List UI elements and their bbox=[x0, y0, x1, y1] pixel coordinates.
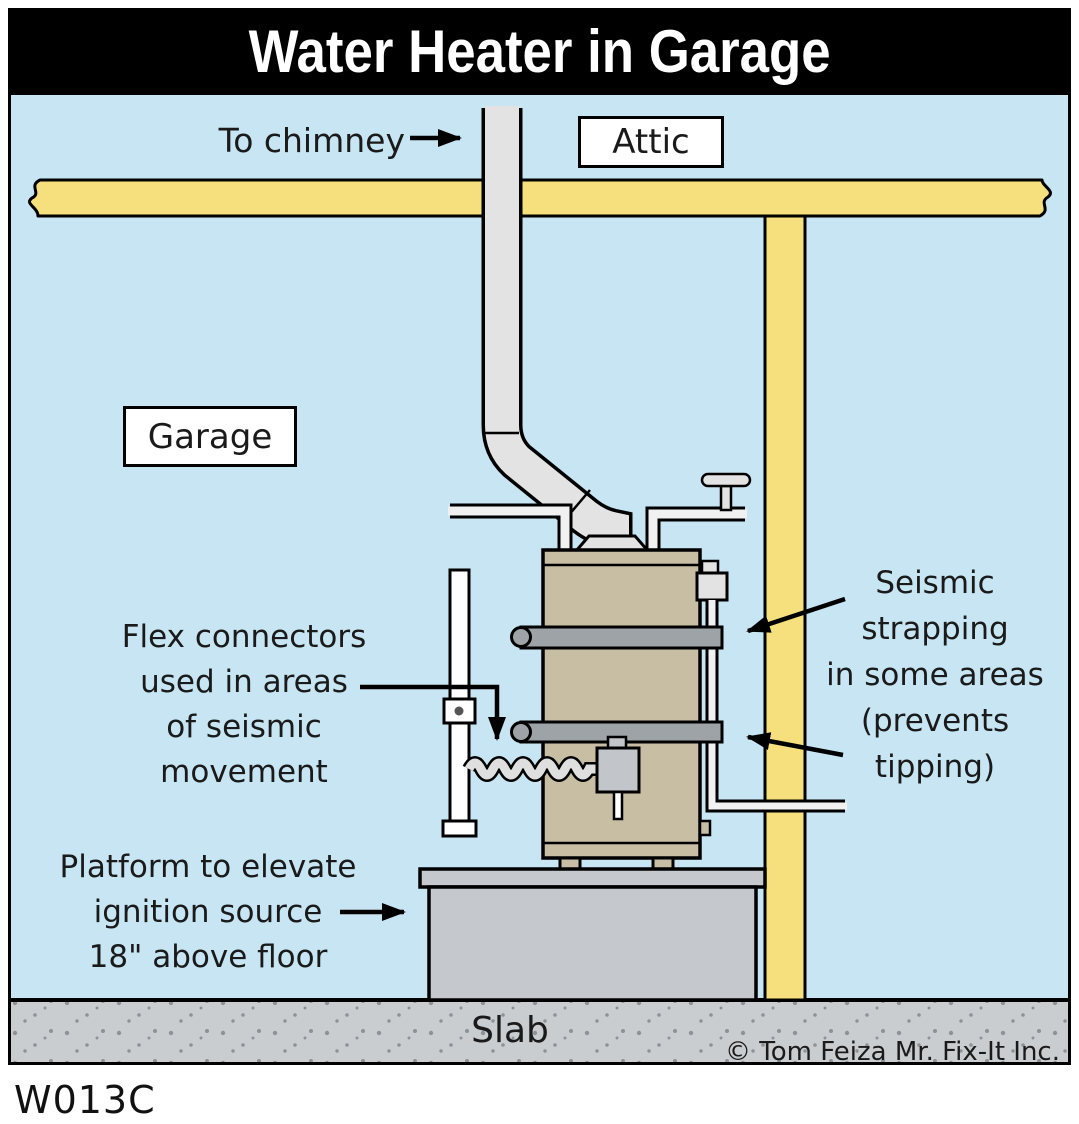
seismic-arrow-upper bbox=[746, 596, 846, 634]
seismic-strap-upper bbox=[510, 625, 724, 650]
attic-label-box: Attic bbox=[578, 116, 724, 168]
diagram-canvas: To chimney Attic Garage Flex connectors … bbox=[8, 95, 1071, 1065]
seismic-arrow-lower bbox=[746, 732, 844, 758]
seismic-strapping-label: Seismic strapping in some areas (prevent… bbox=[826, 565, 1044, 785]
gas-control-valve bbox=[595, 735, 641, 821]
attic-label: Attic bbox=[612, 122, 690, 162]
garage-label-box: Garage bbox=[123, 406, 297, 467]
title-bar: Water Heater in Garage bbox=[8, 8, 1071, 95]
pipe-end-cap bbox=[441, 819, 478, 838]
slab-label: Slab bbox=[471, 1010, 549, 1051]
drain-rod bbox=[612, 790, 624, 821]
tpr-valve bbox=[695, 559, 729, 602]
tank-drain-tab bbox=[698, 819, 712, 837]
garage-label: Garage bbox=[147, 416, 273, 457]
document-code: W013C bbox=[14, 1078, 156, 1122]
concrete-slab bbox=[8, 1000, 1071, 1065]
flex-connector-arrow bbox=[360, 684, 506, 741]
platform-base bbox=[427, 885, 758, 1002]
ceiling-beam bbox=[28, 178, 1052, 218]
flex-connector bbox=[462, 756, 598, 782]
platform-label: Platform to elevate ignition source 18" … bbox=[59, 849, 357, 975]
cold-water-pipe bbox=[448, 503, 573, 553]
garage-wall bbox=[763, 201, 807, 1002]
tpr-discharge-pipe bbox=[705, 600, 847, 813]
page-title: Water Heater in Garage bbox=[248, 18, 831, 85]
vent-pipe bbox=[481, 106, 633, 550]
hot-water-pipe bbox=[645, 506, 747, 553]
gas-supply-pipe bbox=[441, 568, 478, 838]
platform-top bbox=[418, 867, 767, 889]
copyright-label: © Tom Feiza Mr. Fix-It Inc. bbox=[725, 1037, 1060, 1065]
shutoff-valve bbox=[700, 472, 752, 512]
flex-connector-label: Flex connectors used in areas of seismic… bbox=[121, 619, 367, 790]
to-chimney-label: To chimney bbox=[218, 121, 405, 160]
seismic-strap-lower bbox=[510, 720, 724, 744]
diagram-graphics bbox=[8, 106, 1071, 1065]
